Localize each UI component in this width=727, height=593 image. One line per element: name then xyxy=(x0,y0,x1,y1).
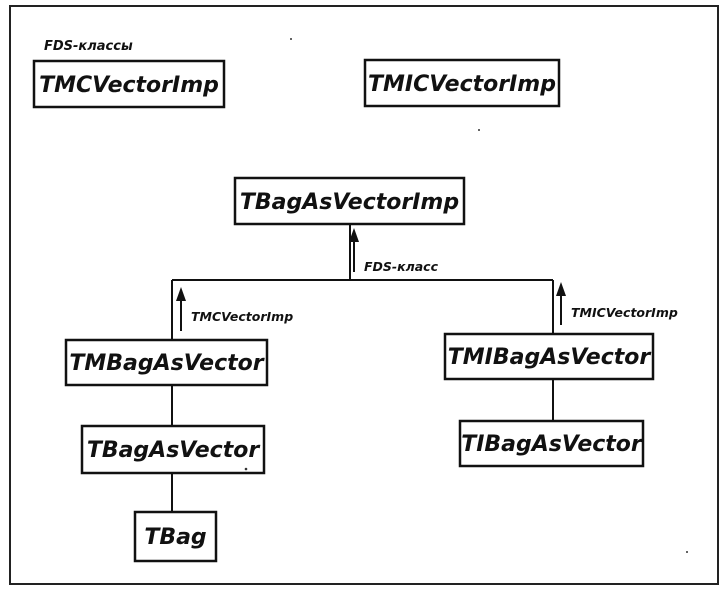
scan-speck xyxy=(244,467,248,471)
edge-label-fds-class: FDS-класс xyxy=(364,259,439,274)
node-tmc-vector-imp-label: TMCVectorImp xyxy=(39,73,219,98)
fds-classes-label: FDS-классы xyxy=(44,39,133,54)
scan-speck xyxy=(686,551,688,553)
node-tbag-label: TBag xyxy=(144,525,206,550)
arrow-tmic-vector-imp xyxy=(556,282,566,325)
node-tbag-as-vector-imp: TBagAsVectorImp xyxy=(233,176,466,226)
node-tbag-as-vector-label: TBagAsVector xyxy=(87,438,261,463)
scan-speck xyxy=(478,129,480,131)
node-tbag-as-vector: TBagAsVector xyxy=(80,424,266,475)
node-tmic-vector-imp-label: TMICVectorImp xyxy=(368,72,556,97)
node-tbag: TBag xyxy=(133,510,218,563)
node-tmc-vector-imp: TMCVectorImp xyxy=(32,59,226,109)
arrow-tmc-vector-imp xyxy=(176,287,186,331)
edge-label-tmic-vector-imp: TMICVectorImp xyxy=(571,305,678,320)
node-tbag-as-vector-imp-label: TBagAsVectorImp xyxy=(240,190,459,215)
edge-label-tmc-vector-imp: TMCVectorImp xyxy=(191,309,293,324)
diagram-frame xyxy=(9,5,719,585)
scan-speck xyxy=(290,38,292,40)
arrow-fds-class xyxy=(349,228,359,272)
node-tmibag-as-vector: TMIBagAsVector xyxy=(443,332,655,381)
node-tmbag-as-vector: TMBagAsVector xyxy=(64,338,269,387)
node-tmic-vector-imp: TMICVectorImp xyxy=(363,58,561,108)
node-tibag-as-vector-label: TIBagAsVector xyxy=(461,432,643,457)
node-tmbag-as-vector-label: TMBagAsVector xyxy=(69,351,264,376)
node-tibag-as-vector: TIBagAsVector xyxy=(458,419,645,468)
node-tmibag-as-vector-label: TMIBagAsVector xyxy=(448,345,652,370)
